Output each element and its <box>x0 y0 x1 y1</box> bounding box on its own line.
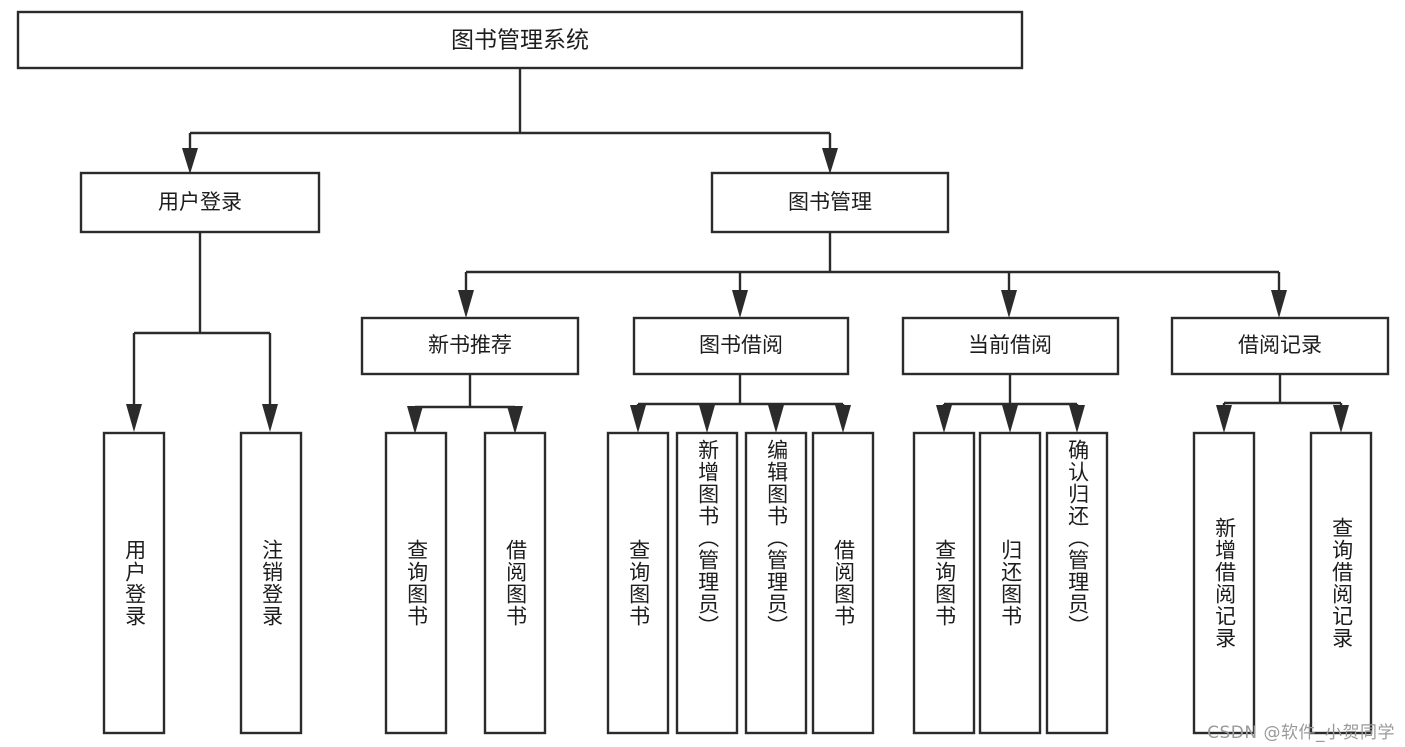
node-user-login-box[interactable] <box>79 171 321 234</box>
arrow-head-new-book <box>458 290 474 318</box>
arrow-head-current-borrow <box>1001 290 1017 318</box>
arrow-head-bb-leaf-2 <box>699 405 715 433</box>
arrow-head-br-leaf-2 <box>1333 405 1349 433</box>
arrow-head-bb-leaf-1 <box>630 405 646 433</box>
node-new-book-recommend-box[interactable] <box>360 316 580 376</box>
node-borrow-record-label: 借阅记录 <box>1238 333 1322 357</box>
node-borrow-record[interactable]: 借阅记录 <box>1170 316 1390 376</box>
arrow-head-bb-leaf-3 <box>768 405 784 433</box>
arrow-head-br-leaf-1 <box>1216 405 1232 433</box>
node-book-manage-label: 图书管理 <box>788 190 872 214</box>
node-book-borrow-label: 图书借阅 <box>699 333 783 357</box>
node-new-book-recommend-label: 新书推荐 <box>428 333 512 357</box>
node-current-borrow-box[interactable] <box>901 316 1120 376</box>
leaf-box-bb-query-book[interactable] <box>606 431 670 735</box>
arrow-head-book-manage <box>822 148 838 174</box>
arrow-head-leaf-logout <box>262 404 278 432</box>
connector-group <box>126 68 1349 434</box>
arrow-head-nb-leaf-1 <box>407 406 423 434</box>
leaf-box-bb-add-book[interactable] <box>675 431 739 735</box>
arrow-head-cb-leaf-1 <box>936 405 952 433</box>
arrow-head-nb-leaf-2 <box>507 406 523 434</box>
leaf-box-cb-query-book[interactable] <box>912 431 976 735</box>
node-borrow-record-box[interactable] <box>1170 316 1390 376</box>
node-book-manage-box[interactable] <box>710 171 950 234</box>
arrow-head-borrow-record <box>1271 290 1287 318</box>
leaf-box-nb-query-book[interactable] <box>384 431 448 735</box>
node-book-borrow[interactable]: 图书借阅 <box>632 316 850 376</box>
node-user-login[interactable]: 用户登录 <box>79 171 321 234</box>
node-root-box[interactable] <box>16 10 1024 70</box>
node-root[interactable]: 图书管理系统 <box>16 10 1024 70</box>
leaf-box-br-add-record[interactable] <box>1192 431 1256 735</box>
node-book-manage[interactable]: 图书管理 <box>710 171 950 234</box>
node-book-borrow-box[interactable] <box>632 316 850 376</box>
csdn-watermark: CSDN @软件_小贺同学 <box>1207 723 1395 743</box>
node-new-book-recommend[interactable]: 新书推荐 <box>360 316 580 376</box>
node-root-label: 图书管理系统 <box>451 28 589 54</box>
leaf-box-logout[interactable] <box>239 431 303 735</box>
leaf-box-user-login[interactable] <box>102 431 166 735</box>
node-user-login-label: 用户登录 <box>158 190 242 214</box>
leaf-box-br-query-record[interactable] <box>1309 431 1373 735</box>
leaf-box-nb-borrow-book[interactable] <box>483 431 547 735</box>
leaf-box-bb-borrow-book[interactable] <box>811 431 875 735</box>
node-current-borrow-label: 当前借阅 <box>968 333 1052 357</box>
leaf-box-cb-confirm-return[interactable] <box>1045 431 1109 735</box>
arrow-head-book-borrow <box>732 290 748 318</box>
arrow-head-leaf-user-login <box>126 404 142 432</box>
node-current-borrow[interactable]: 当前借阅 <box>901 316 1120 376</box>
arrow-head-bb-leaf-4 <box>835 405 851 433</box>
arrow-head-user-login <box>182 148 198 174</box>
leaf-box-bb-edit-book[interactable] <box>744 431 808 735</box>
arrow-head-cb-leaf-3 <box>1069 405 1085 433</box>
leaf-box-cb-return-book[interactable] <box>978 431 1042 735</box>
arrow-head-cb-leaf-2 <box>1002 405 1018 433</box>
